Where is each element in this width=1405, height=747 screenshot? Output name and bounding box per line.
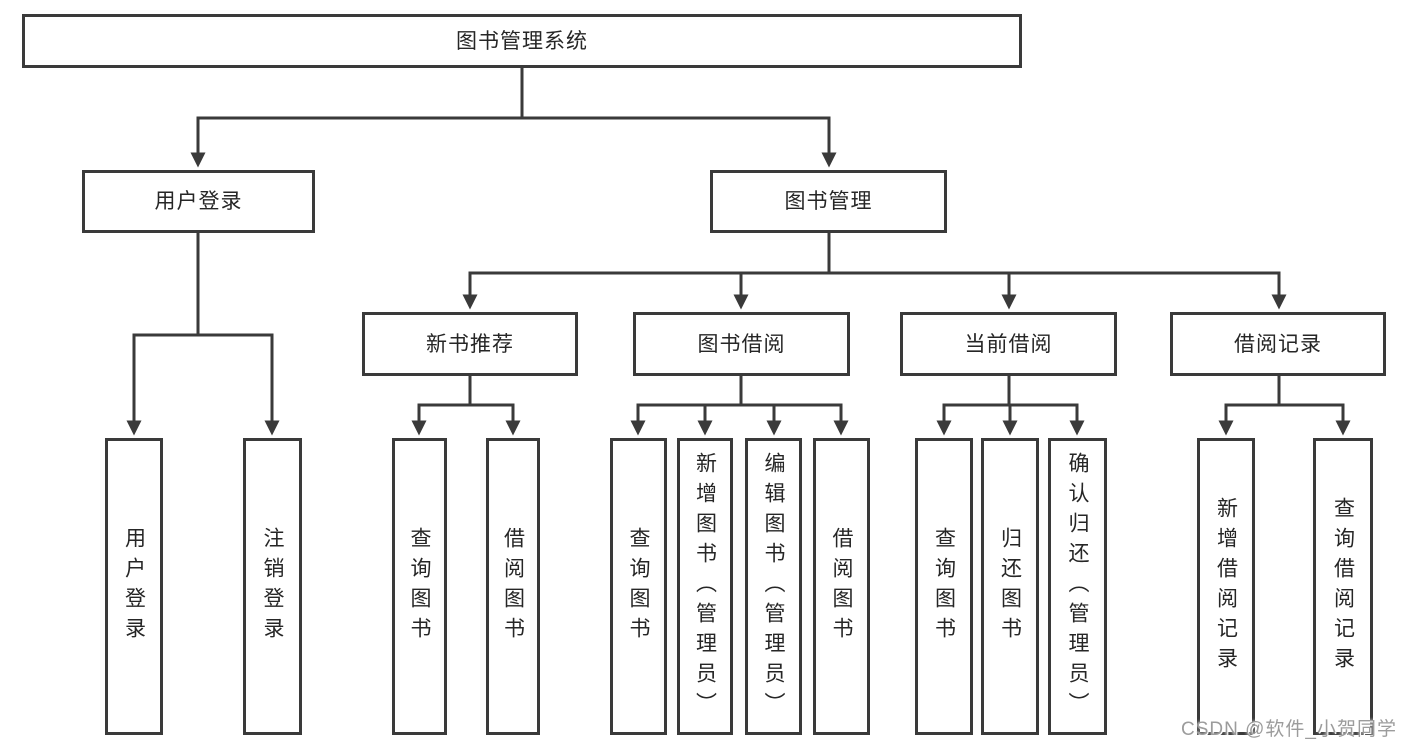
leaf-user-login: 用户登录 <box>105 438 163 735</box>
node-root-system: 图书管理系统 <box>22 14 1022 68</box>
leaf-borrowing-borrow-book-label: 借阅图书 <box>830 526 853 647</box>
leaf-logout: 注销登录 <box>243 438 302 735</box>
csdn-watermark: CSDN @软件_小贺同学 <box>1181 719 1397 740</box>
node-book-management: 图书管理 <box>710 170 947 233</box>
node-book-borrowing: 图书借阅 <box>633 312 850 376</box>
leaf-borrowing-edit-book-admin: 编辑图书（管理员） <box>745 438 802 735</box>
leaf-borrowing-add-book-admin-label: 新增图书（管理员） <box>693 451 717 722</box>
leaf-current-return-book: 归还图书 <box>981 438 1039 735</box>
leaf-newbook-borrow-book: 借阅图书 <box>486 438 540 735</box>
leaf-current-confirm-return-admin-label: 确认归还（管理员） <box>1066 451 1089 722</box>
leaf-current-return-book-label: 归还图书 <box>998 526 1022 647</box>
leaf-records-add-record-label: 新增借阅记录 <box>1214 496 1238 677</box>
leaf-newbook-query-book-label: 查询图书 <box>408 526 431 647</box>
leaf-borrowing-borrow-book: 借阅图书 <box>813 438 870 735</box>
leaf-current-query-book-label: 查询图书 <box>932 526 956 647</box>
node-new-book-recommendation: 新书推荐 <box>362 312 578 376</box>
leaf-borrowing-edit-book-admin-label: 编辑图书（管理员） <box>762 451 785 722</box>
leaf-records-query-record: 查询借阅记录 <box>1313 438 1373 735</box>
leaf-records-add-record: 新增借阅记录 <box>1197 438 1255 735</box>
leaf-user-login-label: 用户登录 <box>122 526 146 647</box>
node-current-borrowing: 当前借阅 <box>900 312 1117 376</box>
leaf-current-confirm-return-admin: 确认归还（管理员） <box>1048 438 1107 735</box>
leaf-current-query-book: 查询图书 <box>915 438 973 735</box>
leaf-borrowing-query-book: 查询图书 <box>610 438 667 735</box>
leaf-newbook-query-book: 查询图书 <box>392 438 447 735</box>
leaf-borrowing-query-book-label: 查询图书 <box>627 526 650 647</box>
leaf-borrowing-add-book-admin: 新增图书（管理员） <box>677 438 733 735</box>
node-borrowing-records: 借阅记录 <box>1170 312 1386 376</box>
leaf-newbook-borrow-book-label: 借阅图书 <box>501 526 525 647</box>
leaf-logout-label: 注销登录 <box>261 526 284 647</box>
node-user-login: 用户登录 <box>82 170 315 233</box>
leaf-records-query-record-label: 查询借阅记录 <box>1331 496 1355 677</box>
